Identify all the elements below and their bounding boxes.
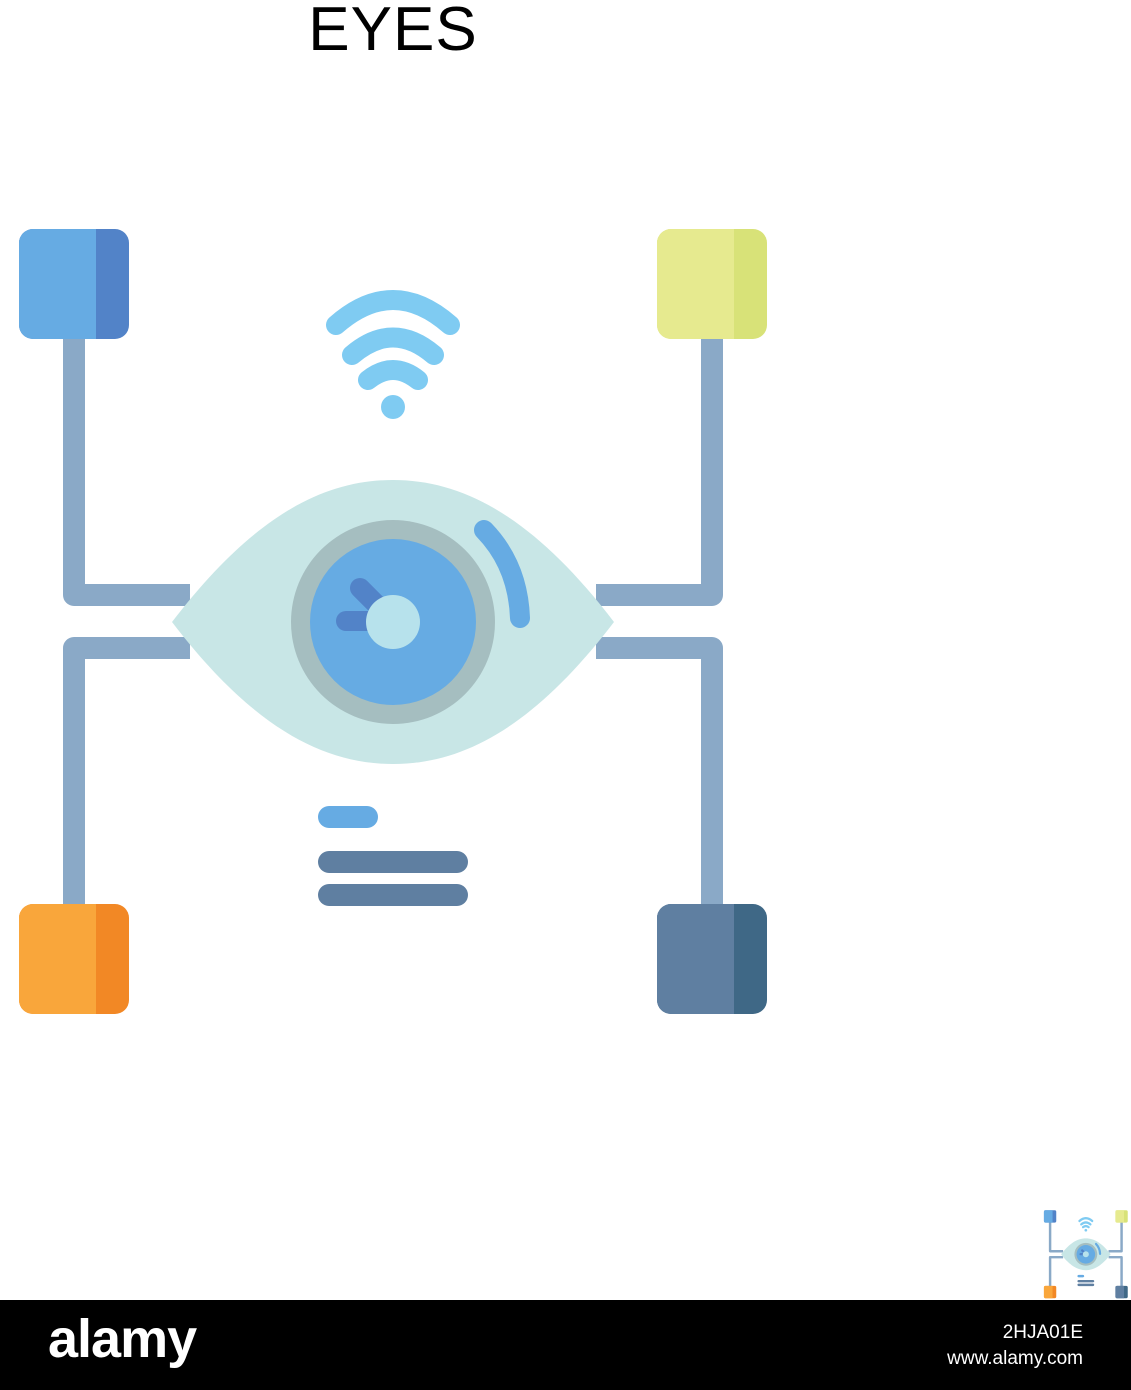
eye-network-icon xyxy=(19,229,767,1014)
footer-logo[interactable]: alamy xyxy=(48,1309,197,1369)
image-id: 2HJA01E xyxy=(1002,1322,1083,1343)
pupil xyxy=(366,595,420,649)
node-bottom-right xyxy=(657,904,767,1014)
footer-bar: alamy 2HJA01E www.alamy.com xyxy=(0,1300,1131,1390)
eye-highlight xyxy=(474,520,530,628)
eye-network-thumbnail-icon xyxy=(1042,1209,1129,1300)
node-top-left xyxy=(19,229,129,339)
node-bottom-left xyxy=(19,904,129,1014)
footer-url[interactable]: www.alamy.com xyxy=(947,1348,1083,1369)
footer-credit: 2HJA01E www.alamy.com xyxy=(947,1320,1083,1372)
connector-lines xyxy=(63,335,723,910)
wifi-dot xyxy=(381,395,405,419)
node-top-right xyxy=(657,229,767,339)
wifi-icon xyxy=(326,290,460,390)
page-title: EYES xyxy=(308,0,478,64)
